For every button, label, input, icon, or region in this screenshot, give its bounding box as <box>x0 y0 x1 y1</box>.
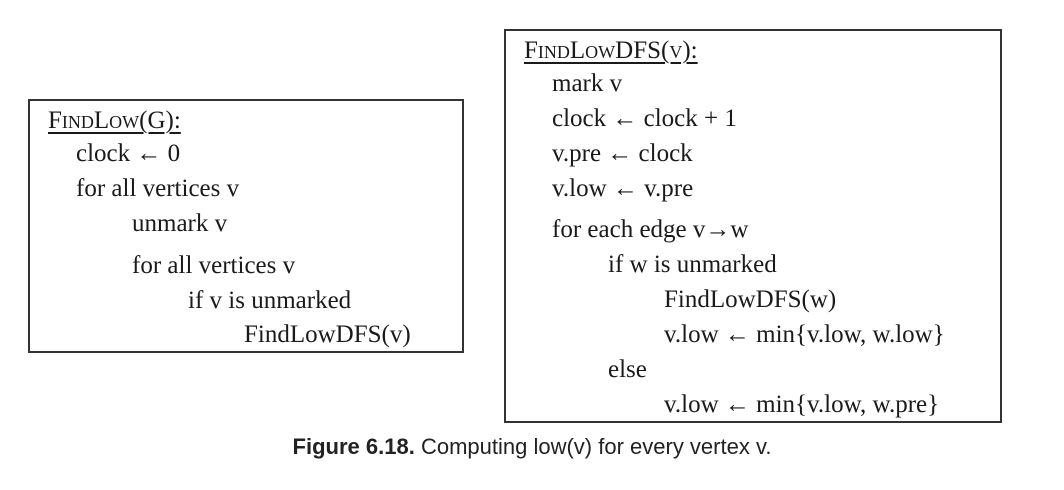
findlow-line-2: for all vertices v <box>76 175 240 202</box>
findlowdfs-line-5: for each edge v→w <box>552 216 749 243</box>
findlow-line-1: clock ← 0 <box>76 140 181 167</box>
figure-caption-text: Computing low(v) for every vertex v. <box>420 434 772 459</box>
findlowdfs-algorithm-box: FindLowDFS(v): mark v clock ← clock + 1 … <box>504 29 1002 423</box>
findlowdfs-line-10: v.low ← min{v.low, w.pre} <box>664 391 940 418</box>
findlow-line-6: FindLowDFS(v) <box>244 321 411 348</box>
findlowdfs-header: FindLowDFS(v): <box>524 37 698 64</box>
findlowdfs-line-1: mark v <box>552 70 623 97</box>
findlowdfs-line-3: v.pre ← clock <box>552 140 693 167</box>
figure-caption: Figure 6.18. Computing low(v) for every … <box>0 434 1064 460</box>
findlowdfs-line-6: if w is unmarked <box>608 251 777 278</box>
findlow-line-3: unmark v <box>132 210 228 237</box>
findlow-header: FindLow(G): <box>48 107 181 134</box>
findlow-line-4: for all vertices v <box>132 252 296 279</box>
findlowdfs-line-2: clock ← clock + 1 <box>552 105 737 132</box>
findlowdfs-line-4: v.low ← v.pre <box>552 175 694 202</box>
findlowdfs-line-9: else <box>608 356 647 383</box>
findlowdfs-line-8: v.low ← min{v.low, w.low} <box>664 321 945 348</box>
findlowdfs-line-7: FindLowDFS(w) <box>664 286 837 313</box>
findlow-algorithm-box: FindLow(G): clock ← 0 for all vertices v… <box>28 99 464 353</box>
findlow-line-5: if v is unmarked <box>188 287 352 314</box>
figure-label: Figure 6.18. <box>292 434 415 459</box>
